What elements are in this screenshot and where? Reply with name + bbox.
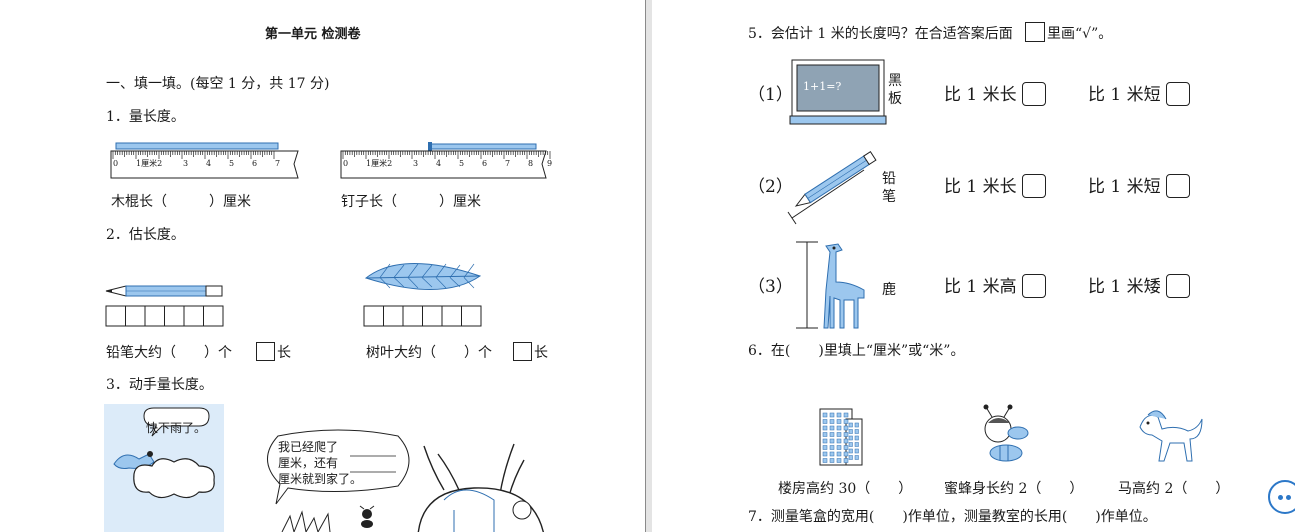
blackboard-illustration xyxy=(789,59,887,125)
ant-speech-bubble-shape xyxy=(267,429,410,505)
leaf-estimate-suffix: 长 xyxy=(534,345,548,361)
q5-item1-option-a: 比 1 米长 xyxy=(944,85,1017,105)
q7-heading: 7．测量笔盒的宽用( )作单位，测量教室的长用( )作单位。 xyxy=(748,509,1157,525)
ant-bubble-blanks xyxy=(350,455,396,473)
q5-item3-label: 鹿 xyxy=(882,282,896,298)
q3-heading: 3．动手量长度。 xyxy=(106,377,213,393)
pencil-illustration xyxy=(105,285,224,327)
ant-icon xyxy=(359,505,375,528)
q5-heading-box xyxy=(1025,22,1045,42)
q5-item2-label: 铅 笔 xyxy=(882,171,896,205)
q5-item1-number: （1） xyxy=(748,85,793,105)
bird-cloud-illustration xyxy=(104,404,224,532)
grass-illustration xyxy=(281,510,331,532)
leaf-estimate-prefix: 树叶大约（ ）个 xyxy=(366,345,492,361)
ant-bubble-text: 我已经爬了 厘米，还有 厘米就到家了。 xyxy=(278,440,363,486)
page-title: 第一单元 检测卷 xyxy=(265,27,361,42)
q5-item1-checkbox-b[interactable] xyxy=(1166,82,1190,106)
q5-heading-prefix: 5．会估计 1 米的长度吗？在合适答案后面 xyxy=(748,26,1013,42)
giraffe-illustration xyxy=(796,241,865,329)
assistant-floating-button[interactable] xyxy=(1268,480,1295,514)
q5-item3-option-b: 比 1 米矮 xyxy=(1088,277,1161,297)
page-gutter xyxy=(646,0,652,532)
building-caption: 楼房高约 30（ ） xyxy=(778,481,913,497)
q5-item2-number: （2） xyxy=(748,177,793,197)
q5-item3-option-a: 比 1 米高 xyxy=(944,277,1017,297)
q5-item1-option-b: 比 1 米短 xyxy=(1088,85,1161,105)
page-divider-left xyxy=(645,0,646,532)
pencil-estimate-suffix: 长 xyxy=(277,345,291,361)
q5-item3-number: （3） xyxy=(748,277,793,297)
q5-item3-checkbox-a[interactable] xyxy=(1022,274,1046,298)
bird-speech-bubble: 快下雨了。 xyxy=(146,421,207,435)
blackboard-text: 1+1=? xyxy=(803,80,842,93)
building-illustration xyxy=(819,408,863,466)
section-1-heading: 一、填一填。(每空 1 分，共 17 分) xyxy=(106,76,330,92)
leaf-unit-box[interactable] xyxy=(513,342,532,361)
q5-item2-option-a: 比 1 米长 xyxy=(944,177,1017,197)
bee-illustration xyxy=(983,404,1029,462)
bee-caption: 蜜蜂身长约 2（ ） xyxy=(944,481,1084,497)
q1-heading: 1．量长度。 xyxy=(106,109,185,125)
ruler-nail-illustration xyxy=(340,142,551,179)
q5-item2-checkbox-a[interactable] xyxy=(1022,174,1046,198)
ant-home-illustration xyxy=(417,443,544,532)
pencil-unit-box[interactable] xyxy=(256,342,275,361)
q5-item1-checkbox-a[interactable] xyxy=(1022,82,1046,106)
nail-length-answer: 钉子长（ ）厘米 xyxy=(341,194,481,210)
horse-caption: 马高约 2（ ） xyxy=(1118,481,1230,497)
q5-heading-suffix: 里画“√”。 xyxy=(1047,26,1113,42)
q6-heading: 6．在( )里填上“厘米”或“米”。 xyxy=(748,343,965,359)
ruler-stick-illustration xyxy=(110,142,299,179)
q5-item2-checkbox-b[interactable] xyxy=(1166,174,1190,198)
pencil-estimate-prefix: 铅笔大约（ ）个 xyxy=(106,345,232,361)
q2-heading: 2．估长度。 xyxy=(106,227,185,243)
pencil-diagonal-illustration xyxy=(787,151,877,225)
page-right: 5．会估计 1 米的长度吗？在合适答案后面 里画“√”。 （1） 1+1=? 黑… xyxy=(652,0,1295,532)
horse-illustration xyxy=(1139,410,1203,462)
stick-length-answer: 木棍长（ ）厘米 xyxy=(111,194,251,210)
page-left: 第一单元 检测卷 一、填一填。(每空 1 分，共 17 分) 1．量长度。 0 … xyxy=(0,0,645,532)
q5-item1-label: 黑 板 xyxy=(888,73,902,107)
q5-item3-checkbox-b[interactable] xyxy=(1166,274,1190,298)
q5-item2-option-b: 比 1 米短 xyxy=(1088,177,1161,197)
leaf-illustration xyxy=(363,263,482,327)
